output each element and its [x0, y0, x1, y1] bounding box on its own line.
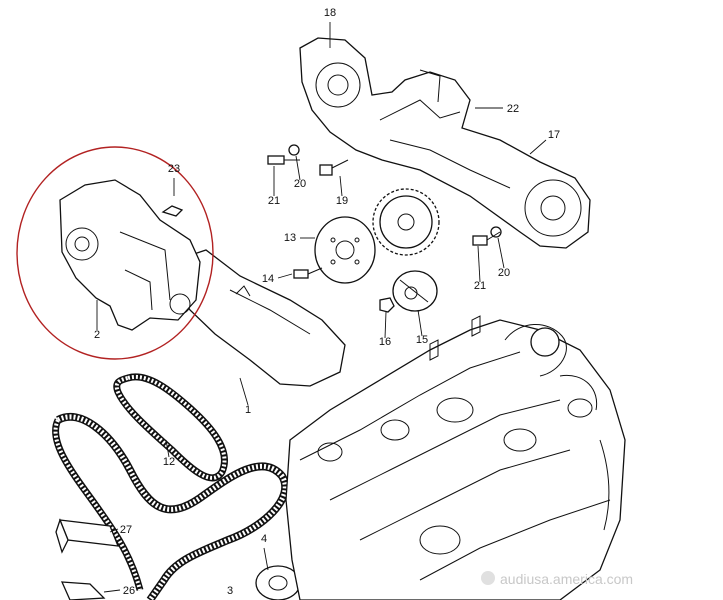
callout-15: 15	[416, 334, 428, 346]
part-26	[60, 581, 106, 600]
callout-20: 20	[498, 267, 510, 279]
washer-20-upper	[288, 144, 300, 156]
callout-23: 23	[168, 163, 180, 175]
washer-20-right	[490, 226, 502, 238]
watermark: audiusa.america.com	[481, 571, 633, 587]
pulley-hub-13	[314, 216, 376, 284]
callout-27: 27	[120, 524, 132, 536]
callout-2: 2	[94, 329, 100, 341]
block-27	[55, 518, 120, 554]
bolt-14	[293, 267, 323, 279]
bolt-21-upper	[267, 155, 300, 165]
callout-21: 21	[474, 280, 486, 292]
callout-21: 21	[268, 195, 280, 207]
callout-3: 3	[227, 585, 233, 597]
callout-22: 22	[507, 103, 519, 115]
bolt-19	[319, 159, 349, 176]
callout-4: 4	[261, 533, 267, 545]
callout-12: 12	[163, 456, 175, 468]
callout-13: 13	[284, 232, 296, 244]
callout-16: 16	[379, 336, 391, 348]
leader-lines	[96, 22, 547, 593]
small-cover-2	[59, 179, 201, 331]
callout-19: 19	[336, 195, 348, 207]
callout-26: 26	[123, 585, 135, 597]
callout-18: 18	[324, 7, 336, 19]
clip-23	[161, 205, 184, 217]
engine-block	[285, 315, 626, 600]
nut-16	[379, 297, 395, 313]
ribbed-belt	[52, 412, 290, 600]
upper-timing-cover	[299, 37, 591, 249]
callout-17: 17	[548, 129, 560, 141]
tensioner-15	[392, 270, 438, 312]
camshaft-sprocket	[372, 188, 440, 256]
callout-14: 14	[262, 273, 274, 285]
callout-20: 20	[294, 178, 306, 190]
watermark-text: audiusa.america.com	[500, 571, 633, 587]
bolt-21-right	[472, 231, 501, 246]
callout-1: 1	[245, 404, 251, 416]
lower-timing-cover	[174, 249, 346, 387]
highlight-circle	[16, 146, 214, 360]
timing-belt-12	[113, 373, 228, 482]
